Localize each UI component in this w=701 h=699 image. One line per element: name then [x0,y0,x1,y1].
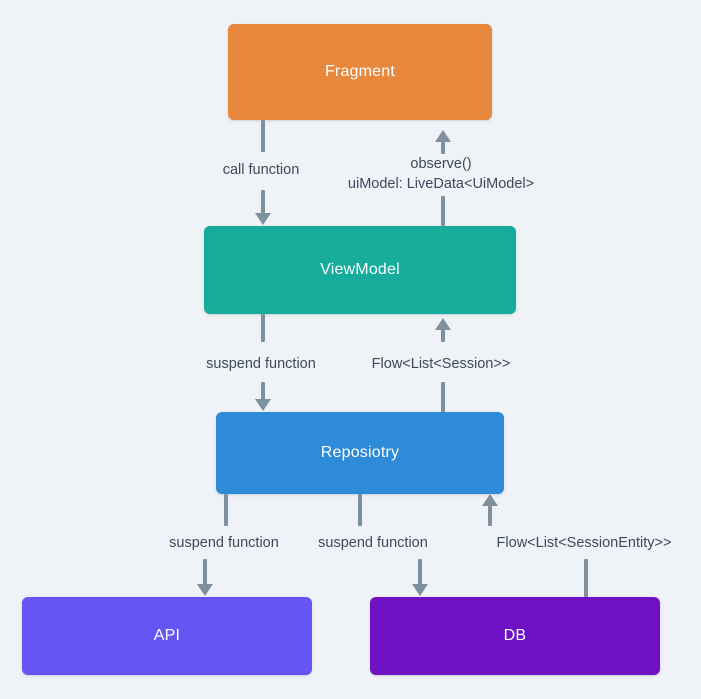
edge-repository-to-viewmodel-arrowhead [435,318,451,330]
edge-viewmodel-to-fragment-label: observe() uiModel: LiveData<UiModel> [311,154,571,194]
edge-fragment-to-viewmodel-label: call function [141,161,381,180]
edge-repository-to-db-arrowhead [412,584,428,596]
edge-repository-to-db-segment-bottom [418,559,422,585]
edge-label-line: suspend function [206,356,316,372]
edge-db-to-repository-segment-bottom [584,559,588,597]
edge-fragment-to-viewmodel-arrowhead [255,213,271,225]
edge-viewmodel-to-repository-label: suspend function [121,355,401,374]
node-viewmodel[interactable]: ViewModel [204,226,516,314]
edge-repository-to-db-label: suspend function [253,534,493,553]
edge-label-line: Flow<List<SessionEntity>> [496,535,672,551]
edge-viewmodel-to-repository-segment-bottom [261,382,265,400]
edge-viewmodel-to-repository-arrowhead [255,399,271,411]
edge-viewmodel-to-fragment-segment-top [441,142,445,154]
edge-fragment-to-viewmodel-segment-top [261,120,265,152]
node-db[interactable]: DB [370,597,660,675]
node-repository-label: Reposiotry [320,444,400,461]
edge-label-line: suspend function [169,535,279,551]
edge-label-line: call function [222,162,300,178]
node-db-label: DB [503,627,527,644]
node-api[interactable]: API [22,597,312,675]
node-api-label: API [153,627,181,644]
edge-label-line: suspend function [318,535,428,551]
edge-viewmodel-to-fragment-arrowhead [435,130,451,142]
edge-label-line: uiModel: LiveData<UiModel> [347,176,535,192]
node-fragment[interactable]: Fragment [228,24,492,120]
node-repository[interactable]: Reposiotry [216,412,504,494]
edge-label-line: Flow<List<Session>> [371,356,511,372]
edge-repository-to-api-label: suspend function [104,534,344,553]
edge-db-to-repository-label: Flow<List<SessionEntity>> [447,534,701,553]
edge-repository-to-viewmodel-segment-bottom [441,382,445,412]
edge-repository-to-viewmodel-label: Flow<List<Session>> [321,355,561,374]
edge-fragment-to-viewmodel-segment-bottom [261,190,265,214]
edge-label-line: observe() [410,156,472,172]
edge-viewmodel-to-repository-segment-top [261,314,265,342]
edge-repository-to-api-arrowhead [197,584,213,596]
edge-repository-to-api-segment-top [224,494,228,526]
node-fragment-label: Fragment [324,63,396,80]
edge-db-to-repository-segment-top [488,506,492,526]
edge-repository-to-viewmodel-segment-top [441,330,445,342]
node-viewmodel-label: ViewModel [320,261,400,278]
edge-repository-to-db-segment-top [358,494,362,526]
edge-repository-to-api-segment-bottom [203,559,207,585]
edge-viewmodel-to-fragment-segment-bottom [441,196,445,226]
edge-db-to-repository-arrowhead [482,494,498,506]
